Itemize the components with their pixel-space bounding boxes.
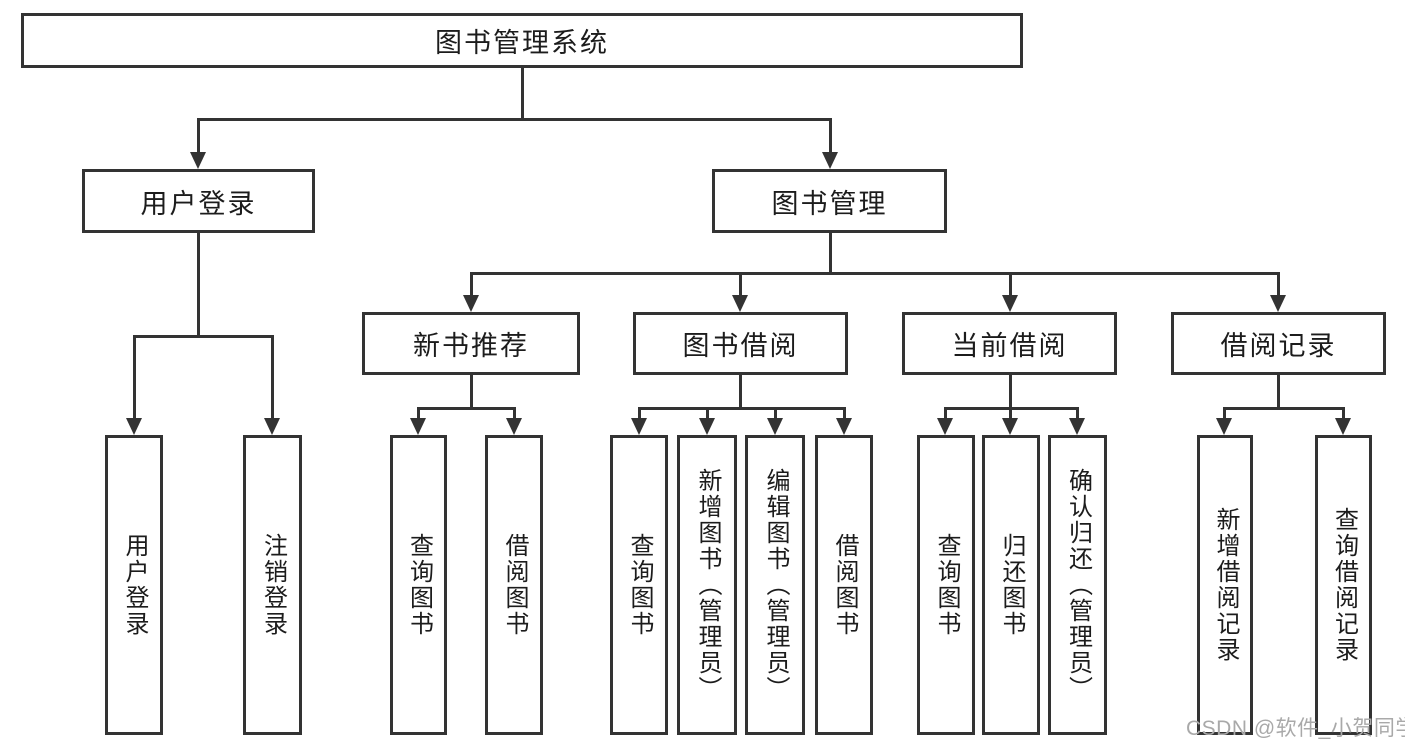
node-label-leaf-user-login: 用户登录 bbox=[121, 533, 148, 637]
node-book-borrowing: 图书借阅 bbox=[633, 312, 848, 375]
connector-bar bbox=[196, 118, 832, 121]
arrow-down-icon bbox=[463, 295, 479, 312]
connector-drop bbox=[1222, 407, 1226, 421]
arrow-down-icon bbox=[1069, 418, 1085, 435]
arrow-down-icon bbox=[190, 152, 206, 169]
connector-drop bbox=[1276, 272, 1280, 298]
node-label-current-borrowing: 当前借阅 bbox=[951, 331, 1068, 361]
node-label-leaf-borrow-books-1: 借阅图书 bbox=[501, 533, 528, 637]
node-label-leaf-logout: 注销登录 bbox=[259, 533, 287, 637]
node-label-borrowing-records: 借阅记录 bbox=[1220, 331, 1337, 361]
node-label-leaf-query-borrow-rec: 查询借阅记录 bbox=[1330, 507, 1358, 663]
node-label-leaf-add-books: 新增图书（管理员） bbox=[694, 468, 721, 702]
connector-stem bbox=[738, 375, 742, 410]
connector-drop bbox=[512, 407, 516, 421]
node-leaf-borrow-books-1: 借阅图书 bbox=[485, 435, 543, 735]
arrow-down-icon bbox=[937, 418, 953, 435]
connector-drop bbox=[943, 407, 947, 421]
arrow-down-icon bbox=[836, 418, 852, 435]
connector-drop bbox=[196, 118, 200, 155]
connector-bar bbox=[132, 335, 274, 338]
node-label-leaf-confirm-return: 确认归还（管理员） bbox=[1064, 468, 1092, 702]
node-new-book-recommend: 新书推荐 bbox=[362, 312, 580, 375]
arrow-down-icon bbox=[767, 418, 783, 435]
node-leaf-add-books: 新增图书（管理员） bbox=[677, 435, 737, 735]
node-label-root: 图书管理系统 bbox=[435, 28, 609, 58]
connector-drop bbox=[1008, 407, 1012, 421]
connector-bar bbox=[1222, 407, 1345, 410]
node-root: 图书管理系统 bbox=[21, 13, 1023, 68]
arrow-down-icon bbox=[126, 418, 142, 435]
connector-drop bbox=[1341, 407, 1345, 421]
connector-drop bbox=[738, 272, 742, 298]
arrow-down-icon bbox=[631, 418, 647, 435]
node-leaf-edit-books: 编辑图书（管理员） bbox=[745, 435, 805, 735]
arrow-down-icon bbox=[1335, 418, 1351, 435]
connector-drop bbox=[828, 118, 832, 155]
node-label-leaf-query-books-3: 查询图书 bbox=[933, 533, 960, 637]
node-leaf-query-books-3: 查询图书 bbox=[917, 435, 975, 735]
connector-drop bbox=[1008, 272, 1012, 298]
connector-drop bbox=[469, 272, 473, 298]
arrow-down-icon bbox=[506, 418, 522, 435]
connector-stem bbox=[1008, 375, 1012, 410]
node-label-leaf-query-books-1: 查询图书 bbox=[405, 533, 433, 637]
node-leaf-logout: 注销登录 bbox=[243, 435, 302, 735]
arrow-down-icon bbox=[410, 418, 426, 435]
node-label-new-book-recommend: 新书推荐 bbox=[413, 331, 529, 361]
node-leaf-query-books-2: 查询图书 bbox=[610, 435, 668, 735]
arrow-down-icon bbox=[1002, 418, 1018, 435]
node-leaf-return-books: 归还图书 bbox=[982, 435, 1040, 735]
node-leaf-borrow-books-2: 借阅图书 bbox=[815, 435, 873, 735]
node-leaf-add-borrow-rec: 新增借阅记录 bbox=[1197, 435, 1253, 735]
node-leaf-confirm-return: 确认归还（管理员） bbox=[1048, 435, 1107, 735]
node-label-leaf-add-borrow-rec: 新增借阅记录 bbox=[1212, 507, 1239, 663]
connector-drop bbox=[270, 335, 274, 421]
watermark-text: CSDN @软件_小贺同学 bbox=[1186, 717, 1405, 740]
arrow-down-icon bbox=[1216, 418, 1232, 435]
connector-drop bbox=[773, 407, 777, 421]
node-leaf-user-login: 用户登录 bbox=[105, 435, 163, 735]
connector-drop bbox=[132, 335, 136, 421]
node-current-borrowing: 当前借阅 bbox=[902, 312, 1117, 375]
node-leaf-query-books-1: 查询图书 bbox=[390, 435, 447, 735]
arrow-down-icon bbox=[699, 418, 715, 435]
connector-stem bbox=[1276, 375, 1280, 410]
arrow-down-icon bbox=[822, 152, 838, 169]
connector-stem bbox=[828, 233, 832, 275]
arrow-down-icon bbox=[732, 295, 748, 312]
node-label-book-borrowing: 图书借阅 bbox=[682, 331, 799, 361]
connector-drop bbox=[842, 407, 846, 421]
connector-drop bbox=[705, 407, 709, 421]
arrow-down-icon bbox=[1270, 295, 1286, 312]
connector-stem bbox=[196, 233, 200, 338]
connector-drop bbox=[416, 407, 420, 421]
connector-bar bbox=[469, 272, 1280, 275]
arrow-down-icon bbox=[264, 418, 280, 435]
node-label-user-login: 用户登录 bbox=[140, 188, 257, 219]
connector-stem bbox=[520, 68, 524, 121]
connector-drop bbox=[1075, 407, 1079, 421]
arrow-down-icon bbox=[1002, 295, 1018, 312]
connector-drop bbox=[637, 407, 641, 421]
node-user-login: 用户登录 bbox=[82, 169, 315, 233]
node-label-leaf-borrow-books-2: 借阅图书 bbox=[831, 533, 858, 637]
node-leaf-query-borrow-rec: 查询借阅记录 bbox=[1315, 435, 1372, 735]
node-borrowing-records: 借阅记录 bbox=[1171, 312, 1386, 375]
node-label-book-management: 图书管理 bbox=[771, 188, 888, 219]
connector-stem bbox=[469, 375, 473, 410]
node-label-leaf-query-books-2: 查询图书 bbox=[626, 533, 653, 637]
node-book-management: 图书管理 bbox=[712, 169, 947, 233]
connector-bar bbox=[637, 407, 846, 410]
node-label-leaf-return-books: 归还图书 bbox=[998, 533, 1025, 637]
connector-bar bbox=[416, 407, 516, 410]
node-label-leaf-edit-books: 编辑图书（管理员） bbox=[762, 468, 789, 702]
